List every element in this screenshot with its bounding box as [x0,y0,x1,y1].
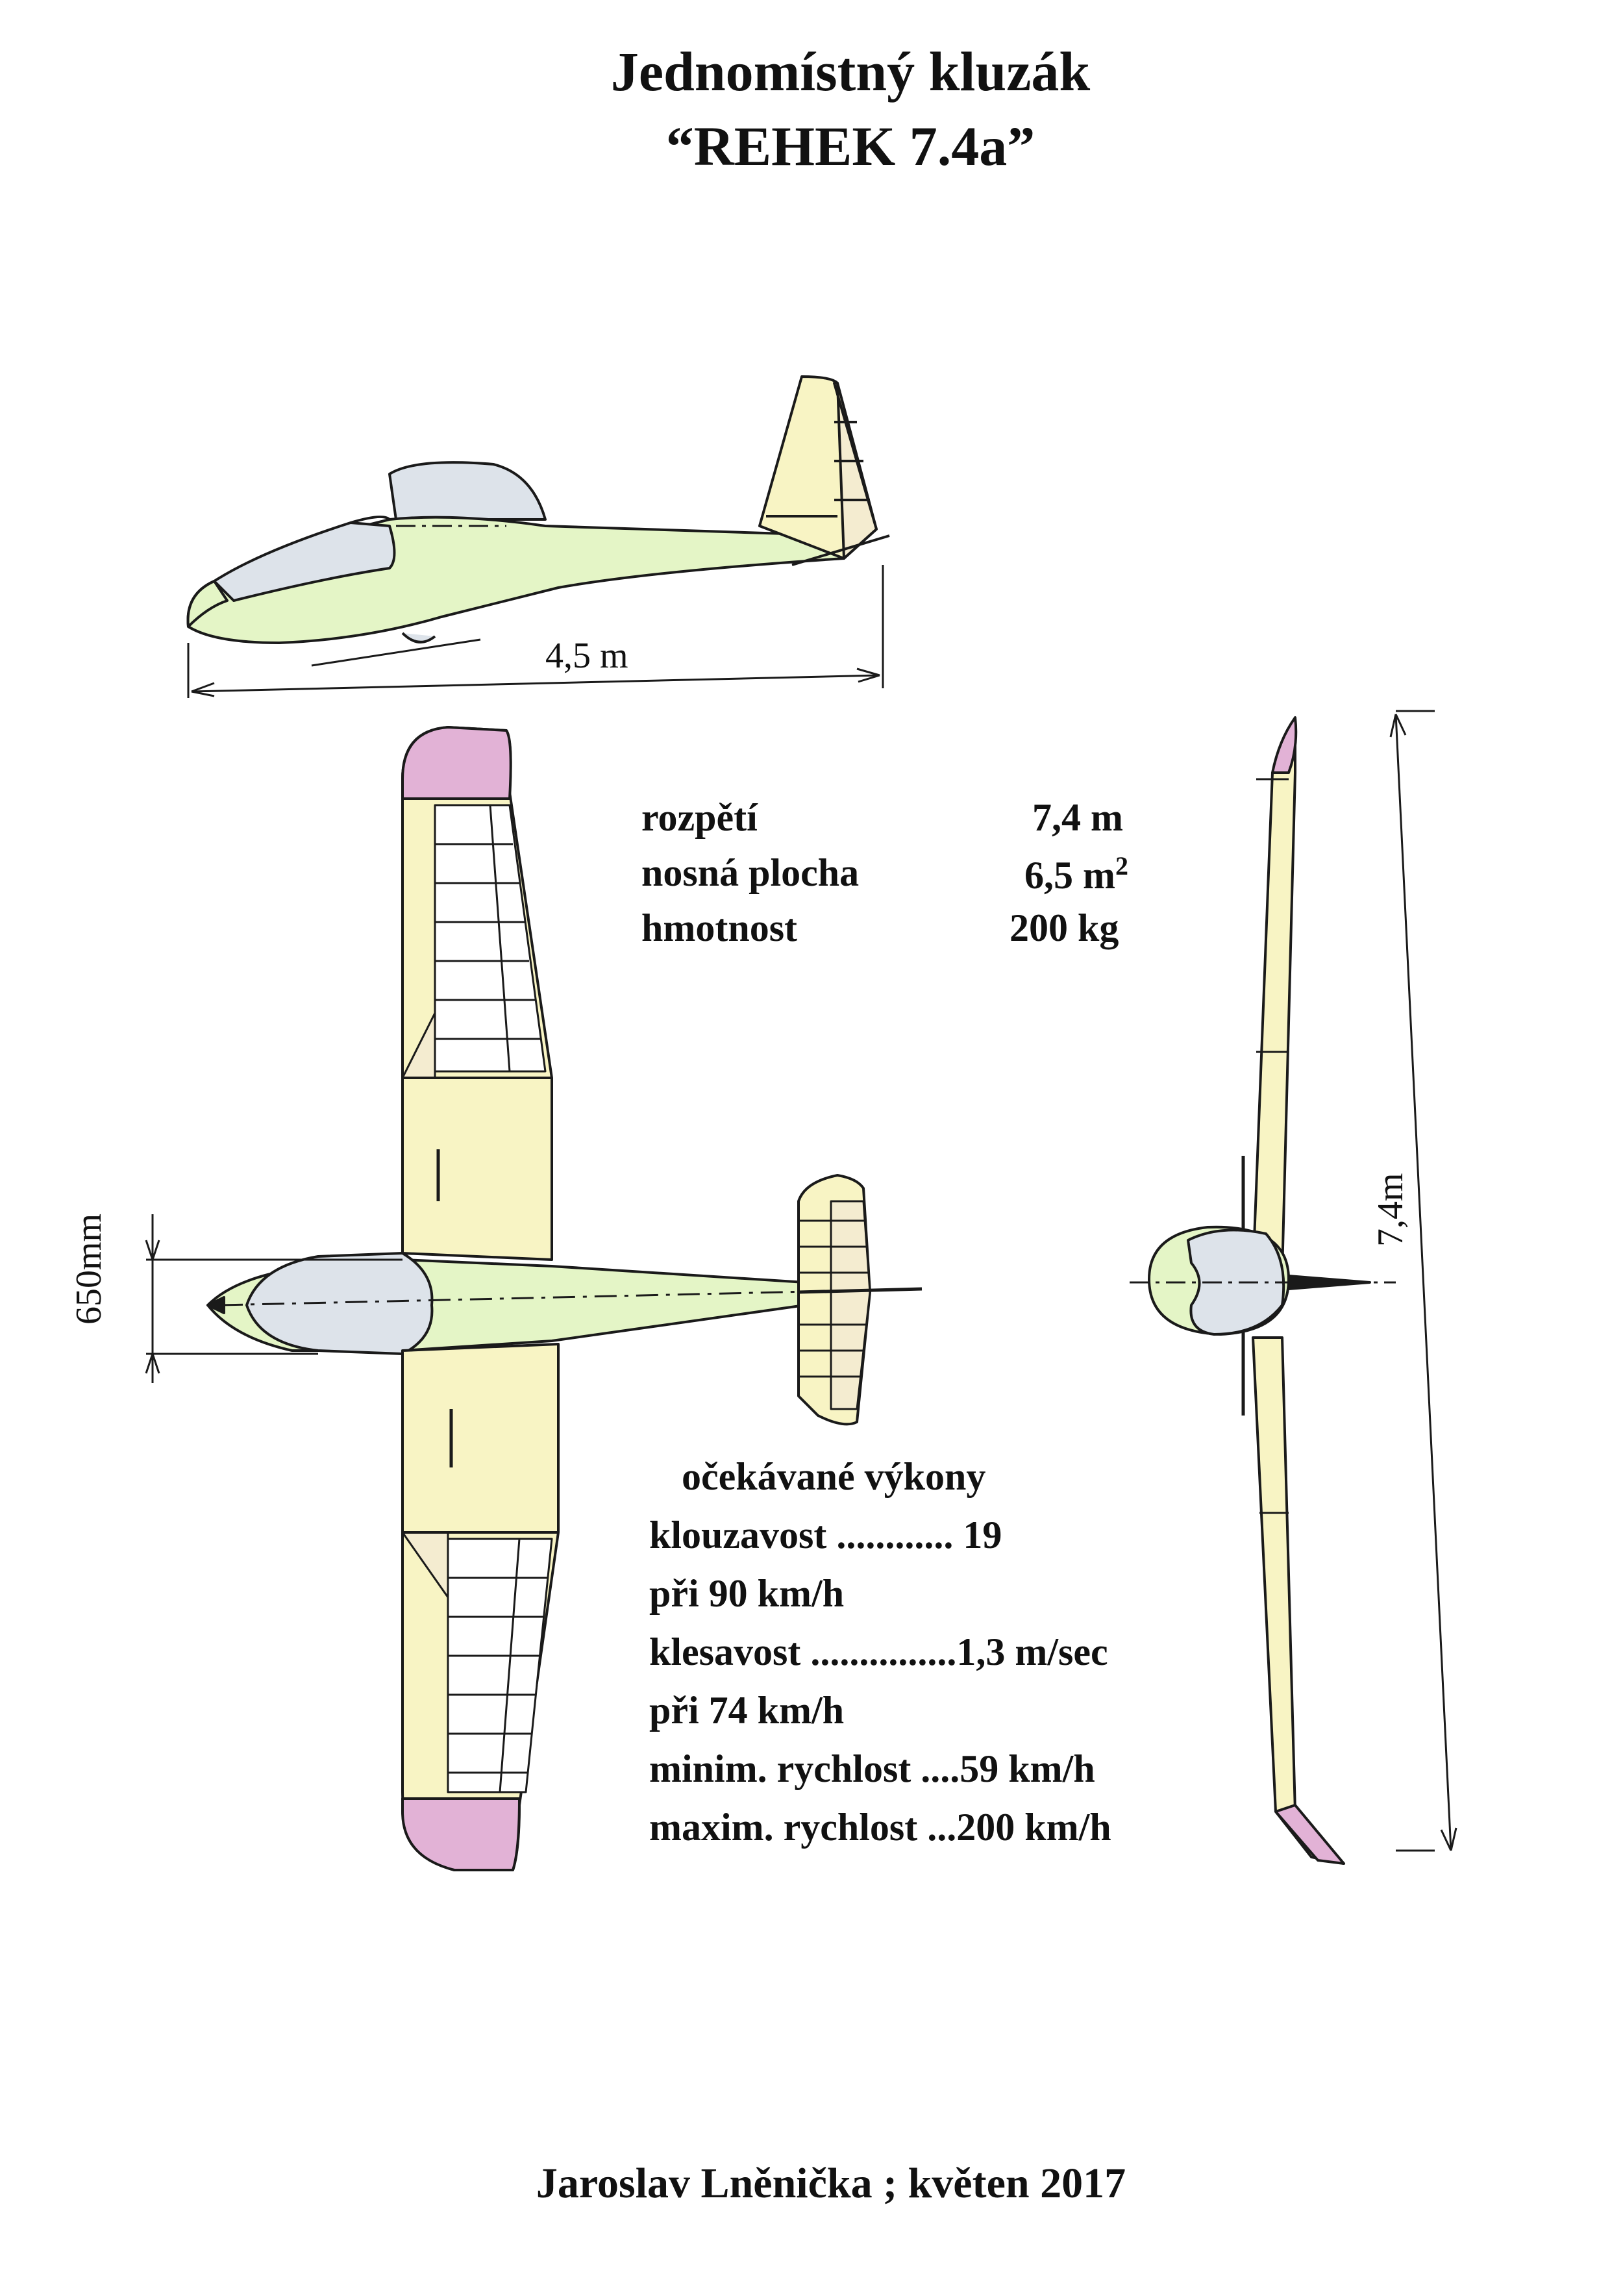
performance-line: při 74 km/h [649,1689,845,1732]
front-canopy [1187,1229,1285,1336]
side-wing-root [388,461,547,521]
top-view [145,726,923,1871]
span-dimension-label: 7,4m [1370,1173,1411,1247]
spec-value-area-number: 6,5 m [1024,854,1115,897]
spec-value-mass: 200 kg [1010,906,1119,949]
top-aileron-lower [447,1538,553,1793]
front-wing-lower [1252,1336,1345,1865]
top-elevator [830,1200,871,1410]
front-view [1130,710,1457,1865]
front-tip-upper [1271,716,1298,774]
performance-line: při 90 km/h [649,1572,845,1615]
side-view [186,375,890,698]
length-dimension-label: 4,5 m [545,636,628,676]
title-line-1: Jednomístný kluzák [610,40,1091,103]
spec-value-area: 6,5 m2 [1024,851,1128,898]
spec-value-area-exponent: 2 [1115,851,1128,880]
spec-label-mass: hmotnost [641,906,798,949]
title-line-2: “REHEK 7.4a” [665,115,1035,177]
side-wheel [401,632,436,643]
author-signature-line: Jaroslav Lněnička ; květen 2017 [536,2160,1126,2207]
performance-line: klesavost ...............1,3 m/sec [649,1630,1108,1673]
performance-line: minim. rychlost ....59 km/h [649,1747,1095,1790]
spec-label-area: nosná plocha [641,851,860,894]
top-tip-lower [401,1797,521,1871]
side-canopy [213,521,396,602]
top-tip-upper [401,726,512,800]
front-tip-lower [1274,1804,1345,1865]
top-aileron-upper [434,804,547,1073]
height-dimension-label: 650mm [69,1213,109,1325]
performance-heading: očekávané výkony [682,1455,986,1498]
performance-line: klouzavost ............ 19 [649,1514,1002,1556]
side-rudder [833,382,878,560]
top-canopy [245,1252,434,1355]
performance-line: maxim. rychlost ...200 km/h [649,1806,1111,1849]
spec-label-span: rozpětí [641,796,758,839]
front-wing-upper [1252,719,1296,1274]
spec-value-span: 7,4 m [1032,796,1123,839]
